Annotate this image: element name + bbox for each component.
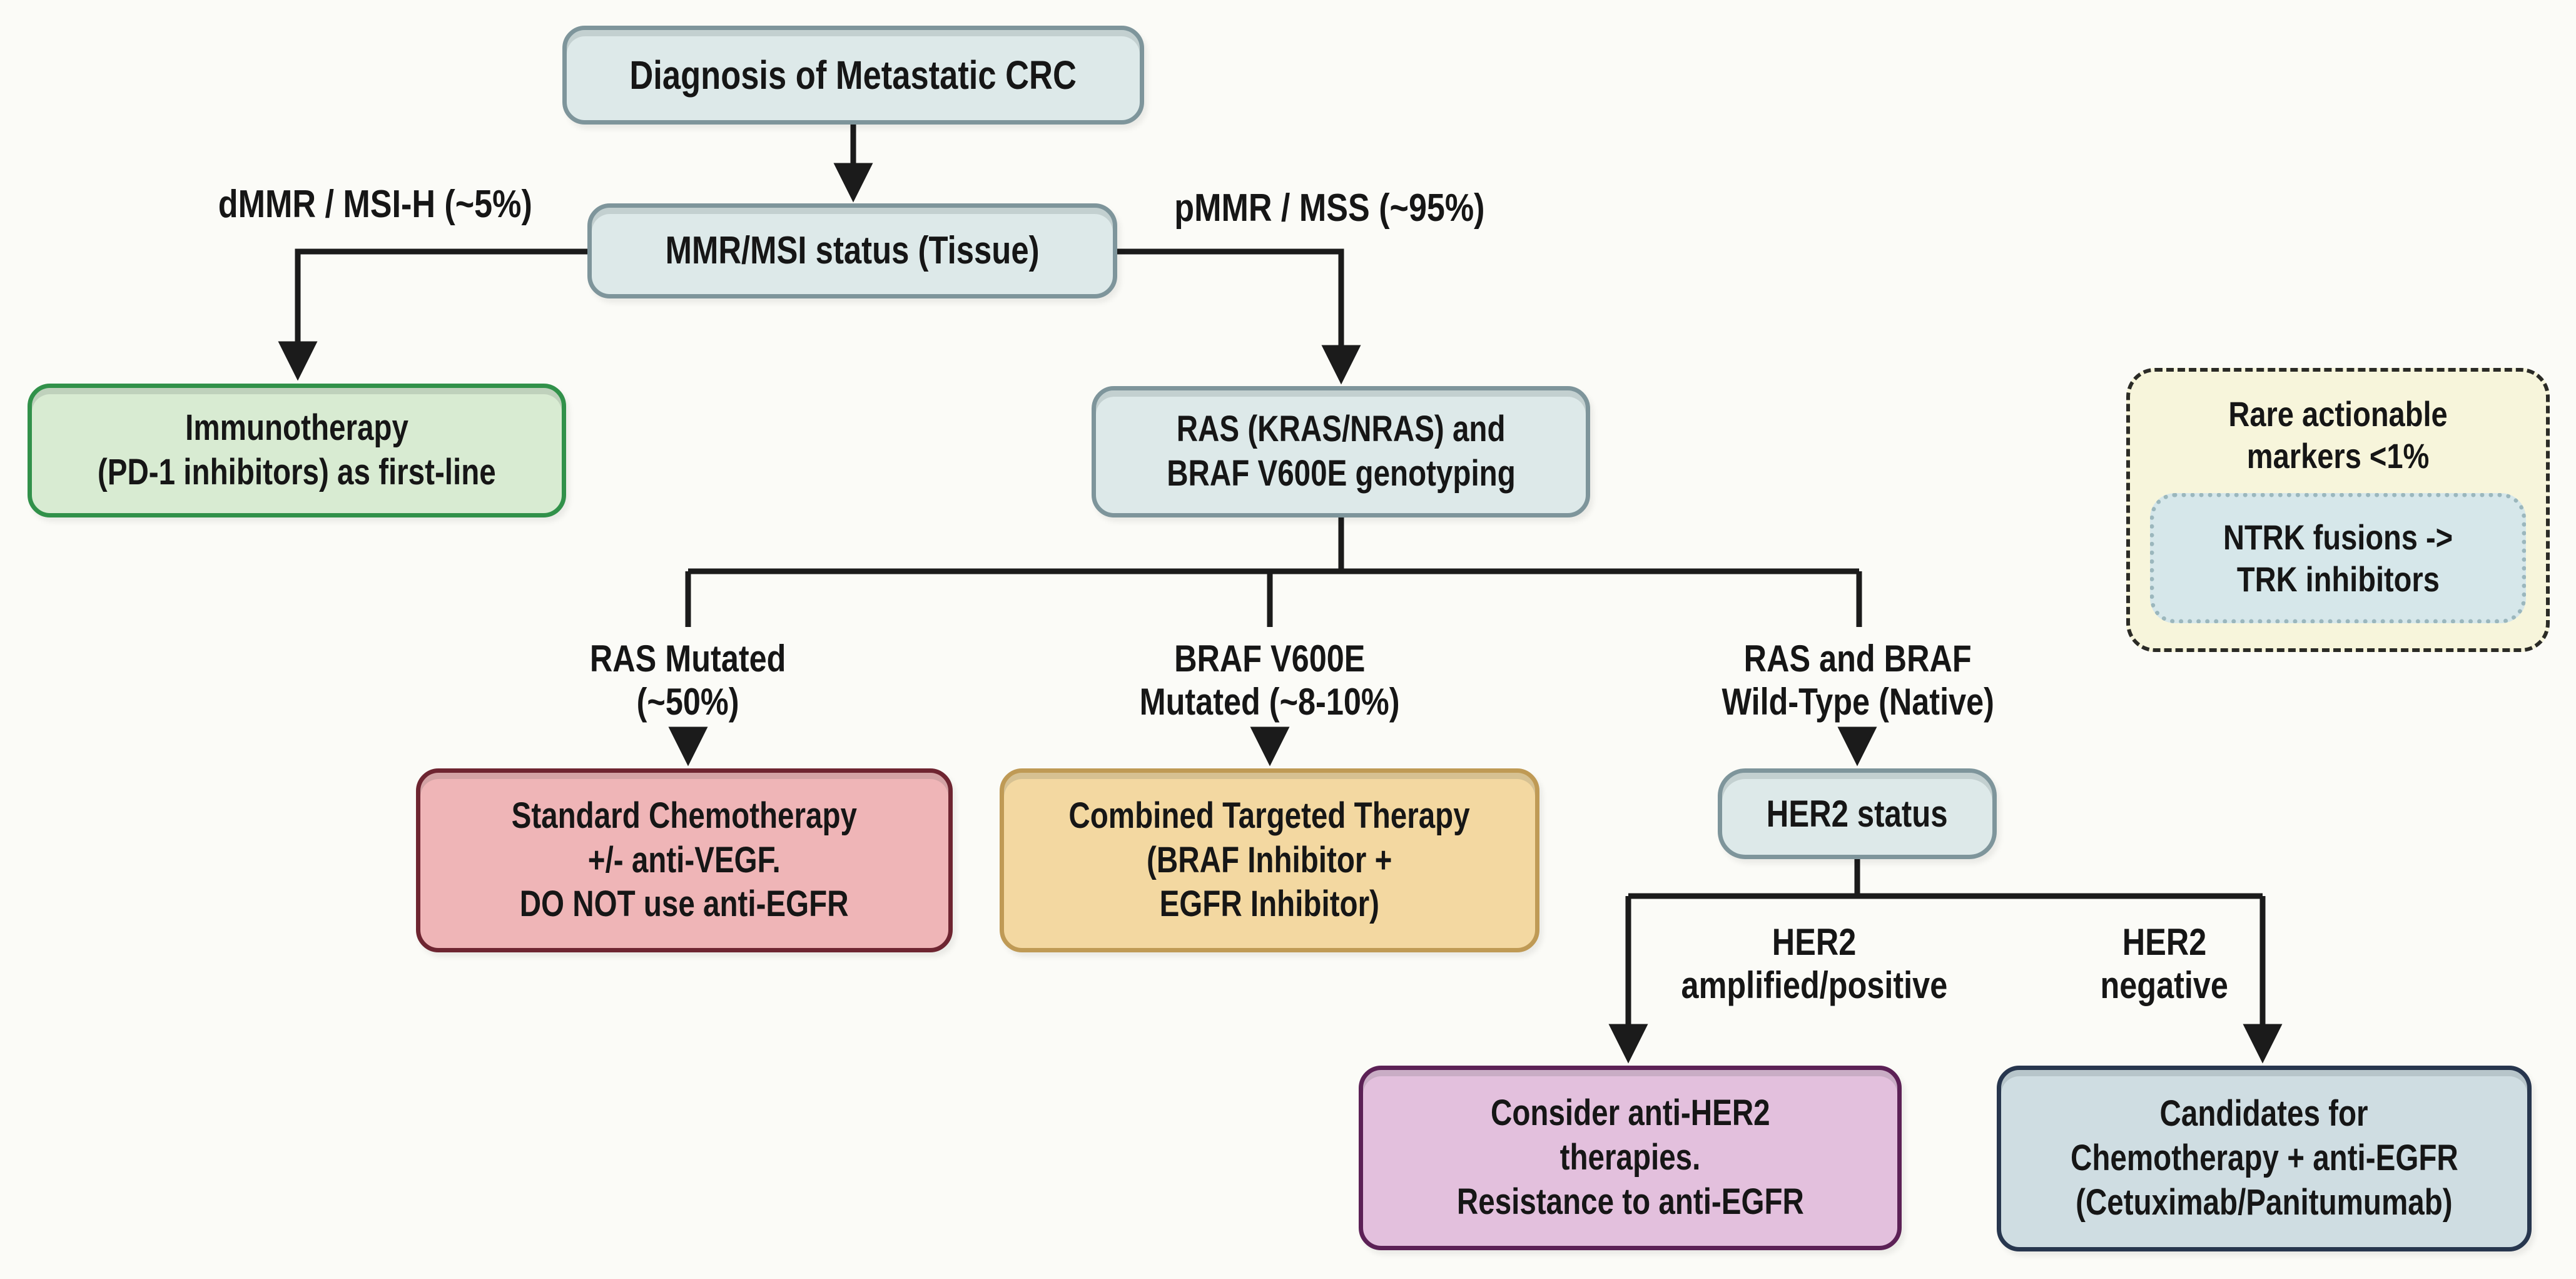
node-chemo-vegf-line3: DO NOT use anti-EGFR xyxy=(520,884,849,925)
node-chemo-vegf-line1: Standard Chemotherapy xyxy=(511,795,858,836)
edge-label-braf-mutated: BRAF V600E Mutated (~8-10%) xyxy=(1140,638,1400,723)
node-genotyping: RAS (KRAS/NRAS) and BRAF V600E genotypin… xyxy=(1092,386,1590,517)
node-diagnosis: Diagnosis of Metastatic CRC xyxy=(562,26,1144,125)
node-chemo-egfr-line1: Candidates for xyxy=(2160,1093,2368,1134)
node-chemo-vegf: Standard Chemotherapy +/- anti-VEGF. DO … xyxy=(416,768,953,952)
node-immunotherapy: Immunotherapy (PD-1 inhibitors) as first… xyxy=(28,384,566,517)
node-mmr-status: MMR/MSI status (Tissue) xyxy=(587,203,1117,298)
node-combined-targeted-line2: (BRAF Inhibitor + xyxy=(1147,839,1392,880)
edge-label-her2-negative: HER2 negative xyxy=(2100,921,2229,1006)
node-chemo-egfr: Candidates for Chemotherapy + anti-EGFR … xyxy=(1997,1066,2532,1251)
node-immunotherapy-line2: (PD-1 inhibitors) as first-line xyxy=(98,452,496,492)
node-anti-her2-line3: Resistance to anti-EGFR xyxy=(1456,1181,1804,1222)
node-immunotherapy-line1: Immunotherapy xyxy=(185,407,408,449)
node-anti-her2-line1: Consider anti-HER2 xyxy=(1490,1093,1770,1134)
node-genotyping-line1: RAS (KRAS/NRAS) and xyxy=(1176,409,1506,450)
node-mmr-status-text: MMR/MSI status (Tissue) xyxy=(665,229,1040,273)
node-ntrk: NTRK fusions -> TRK inhibitors xyxy=(2150,493,2526,623)
node-chemo-egfr-line2: Chemotherapy + anti-EGFR xyxy=(2070,1138,2458,1179)
edge-label-her2-positive: HER2 amplified/positive xyxy=(1681,921,1947,1006)
edge-label-pmmr: pMMR / MSS (~95%) xyxy=(1174,186,1485,230)
node-ntrk-line2: TRK inhibitors xyxy=(2236,559,2440,599)
node-anti-her2-line2: therapies. xyxy=(1559,1137,1701,1178)
connector-mmr-to-genotyping xyxy=(1117,248,1361,385)
node-her2-status: HER2 status xyxy=(1718,768,1997,859)
node-combined-targeted-line1: Combined Targeted Therapy xyxy=(1068,795,1471,836)
node-chemo-vegf-line2: +/- anti-VEGF. xyxy=(588,839,781,880)
node-combined-targeted: Combined Targeted Therapy (BRAF Inhibito… xyxy=(1000,768,1539,952)
node-genotyping-line2: BRAF V600E genotyping xyxy=(1166,453,1516,494)
edge-label-ras-mutated: RAS Mutated (~50%) xyxy=(590,638,786,723)
node-anti-her2: Consider anti-HER2 therapies. Resistance… xyxy=(1359,1066,1902,1250)
edge-label-dmmr: dMMR / MSI-H (~5%) xyxy=(218,183,532,227)
node-her2-status-text: HER2 status xyxy=(1767,792,1948,835)
node-chemo-egfr-line3: (Cetuximab/Panitumumab) xyxy=(2076,1181,2453,1223)
node-rare-markers-line1: Rare actionable xyxy=(2228,394,2448,434)
node-combined-targeted-line3: EGFR Inhibitor) xyxy=(1159,884,1380,925)
node-rare-markers-line2: markers <1% xyxy=(2246,436,2430,476)
node-rare-markers: Rare actionable markers <1% NTRK fusions… xyxy=(2126,368,2550,652)
connector-mmr-to-immunotherapy xyxy=(278,248,587,381)
node-ntrk-line1: NTRK fusions -> xyxy=(2223,517,2453,557)
node-diagnosis-text: Diagnosis of Metastatic CRC xyxy=(629,52,1077,98)
edge-label-wild-type: RAS and BRAF Wild-Type (Native) xyxy=(1722,638,1994,723)
